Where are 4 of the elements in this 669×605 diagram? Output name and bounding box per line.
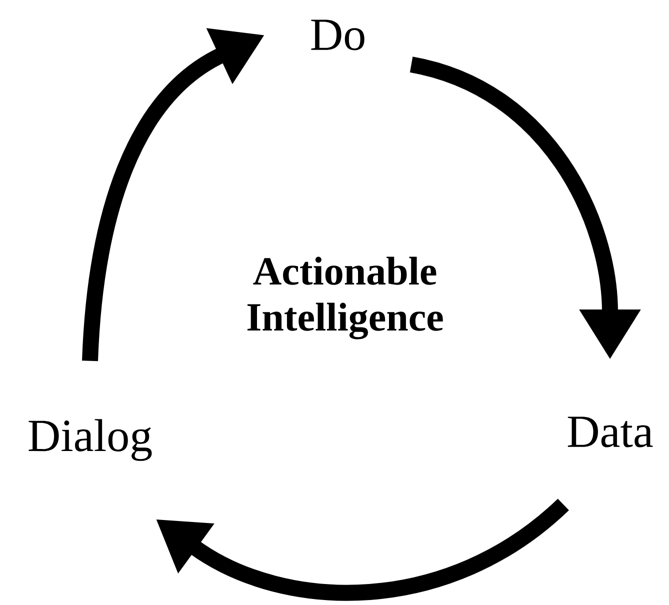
node-label: Do <box>311 20 364 50</box>
center-heading: Actionable Intelligence <box>247 256 443 340</box>
node-label: Dialog <box>28 419 152 461</box>
node-label: Data <box>568 416 653 448</box>
